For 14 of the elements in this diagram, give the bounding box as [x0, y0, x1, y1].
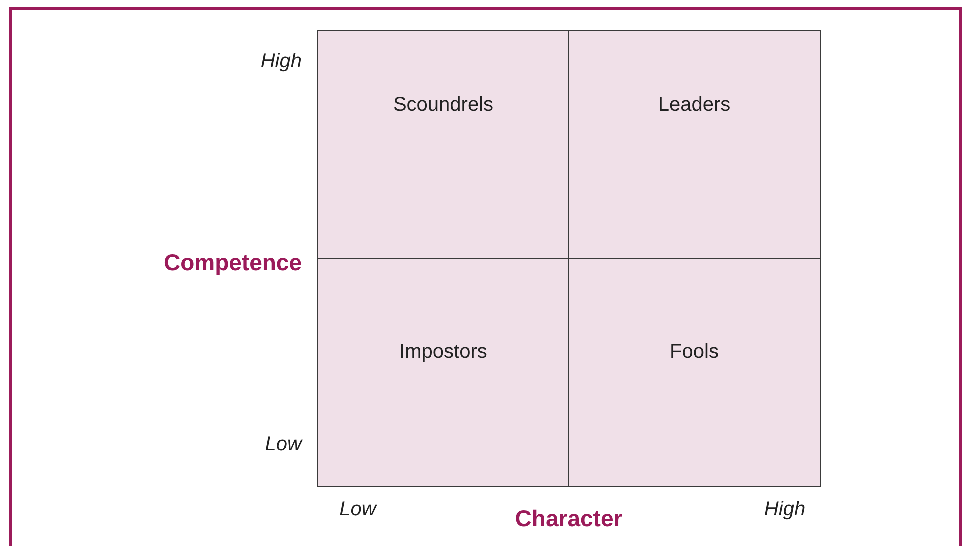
axis-title: Character	[515, 506, 623, 532]
quadrant-cell	[568, 30, 821, 260]
axis-tick-label: High	[764, 498, 806, 522]
quadrant-label: Scoundrels	[393, 94, 494, 116]
axis-tick-label: Low	[265, 434, 302, 456]
quadrant-cell	[317, 30, 570, 260]
quadrant-label: Impostors	[400, 341, 488, 364]
axis-title: Competence	[164, 250, 302, 276]
quadrant-cell	[568, 258, 821, 487]
quadrant-cell	[317, 258, 570, 487]
axis-tick-label: Low	[340, 498, 376, 522]
quadrant-label: Fools	[670, 341, 719, 364]
axis-tick-label: High	[260, 50, 302, 74]
quadrant-label: Leaders	[658, 94, 731, 116]
